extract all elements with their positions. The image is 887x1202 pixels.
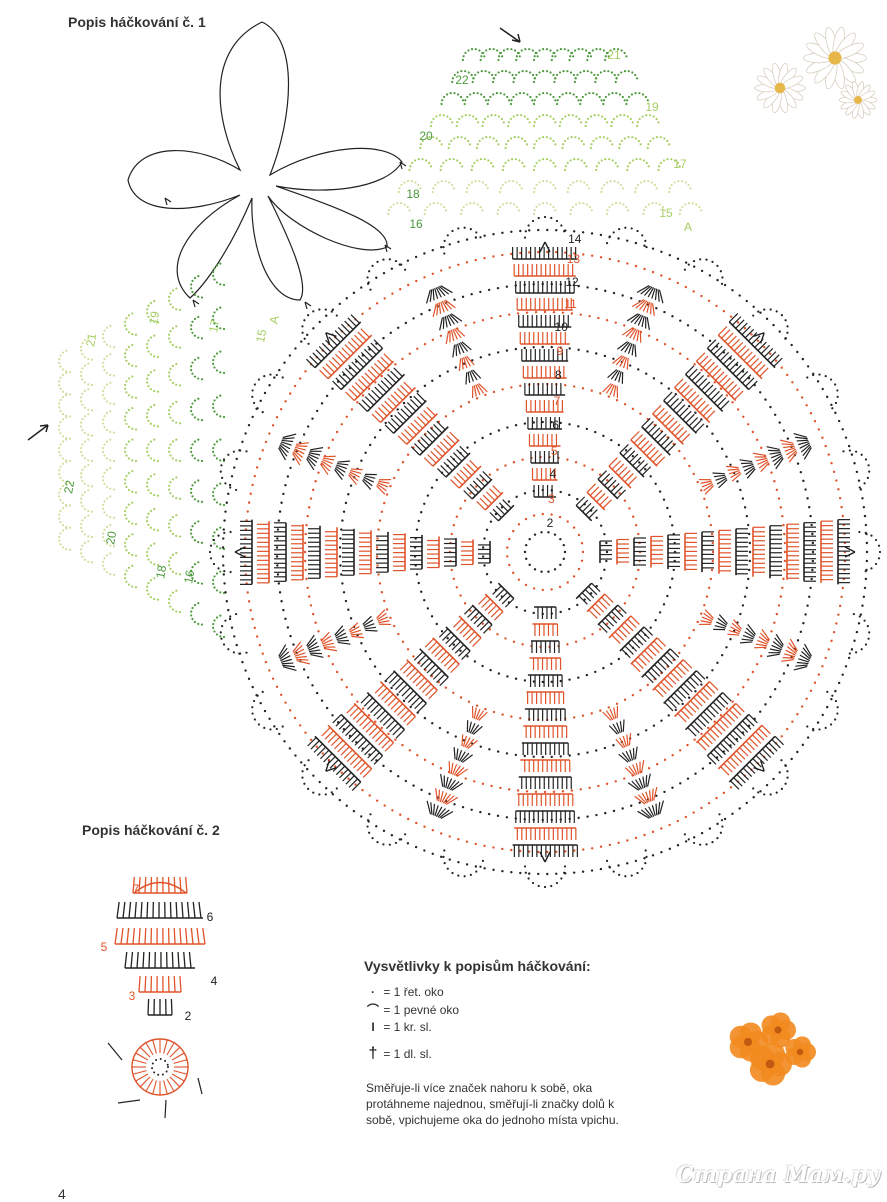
- leaf-row-number: 17: [673, 157, 687, 171]
- stitch-spoke: [306, 315, 513, 521]
- legend-text: = 1 kr. sl.: [383, 1020, 431, 1034]
- arrow-icon: [198, 1078, 202, 1094]
- legend-text: = 1 pevné oko: [383, 1003, 459, 1017]
- stitch-spoke: [308, 583, 514, 790]
- row-number: 4: [549, 467, 556, 481]
- row-number: 6: [552, 418, 559, 432]
- row-number: 3: [548, 492, 555, 506]
- instruction-note: Směřuje-li více značek nahoru k sobě, ok…: [366, 1080, 636, 1128]
- small-chart-2: 2 3 4 5 6 7: [101, 877, 218, 1118]
- leaf-row-number: 22: [61, 479, 77, 495]
- legend-item-single: ⌒ = 1 pevné oko: [366, 1002, 459, 1018]
- row-number: 7: [133, 882, 140, 896]
- stitch-spoke: [576, 313, 782, 520]
- leaf-row-number: 16: [181, 569, 197, 585]
- stitch-row: [115, 928, 205, 944]
- leaf-row-number: A: [684, 220, 692, 234]
- chain-stitch-icon: ·: [366, 984, 380, 1000]
- leaf-row-number: 18: [153, 564, 169, 580]
- stitch-fan: [279, 610, 391, 671]
- row-number: 5: [101, 940, 108, 954]
- leaf-row-number: 17: [206, 318, 222, 334]
- stitch-row: [148, 999, 172, 1015]
- orange-flowers-photo: [730, 1012, 816, 1085]
- leaf-row-number: 20: [419, 129, 433, 143]
- stitch-fan: [279, 434, 391, 494]
- legend-item-half-double: I = 1 kr. sl.: [366, 1019, 432, 1035]
- stitch-fan: [603, 286, 663, 398]
- stitch-row: [133, 877, 187, 893]
- leaf-row-number: 20: [103, 530, 119, 546]
- row-number: 12: [565, 275, 579, 289]
- stitch-spoke: [576, 583, 783, 789]
- leaf-row-number: 22: [455, 73, 469, 87]
- half-double-crochet-icon: I: [366, 1019, 380, 1035]
- leaf-row-number: 15: [659, 206, 673, 220]
- legend-item-double: † = 1 dl. sl.: [366, 1046, 432, 1062]
- daisy-flowers-photo: [755, 26, 877, 119]
- arrow-icon: [28, 425, 48, 440]
- stitch-fan: [699, 434, 811, 495]
- row-number: 8: [555, 368, 562, 382]
- arrow-icon: [118, 1100, 140, 1103]
- stitch-row: [139, 976, 181, 992]
- leaf-row-number: A: [267, 315, 282, 325]
- arrow-icon: [385, 245, 391, 252]
- leaf-row-number: 19: [645, 100, 659, 114]
- stitch-fan: [699, 610, 811, 670]
- orange-flower-icon: [785, 1036, 816, 1067]
- row-number: 2: [547, 516, 554, 530]
- row-number: 4: [211, 974, 218, 988]
- leaf-row-number: 18: [406, 187, 420, 201]
- stitch-fan: [603, 706, 664, 818]
- legend-item-chain: · = 1 řet. oko: [366, 984, 444, 1000]
- daisy-icon: [755, 63, 805, 114]
- legend-text: = 1 řet. oko: [383, 985, 443, 999]
- watermark: Страна Мам.ру: [676, 1162, 880, 1188]
- row-number: 6: [207, 910, 214, 924]
- flower-outline: [128, 22, 406, 309]
- row-number: 7: [554, 394, 561, 408]
- single-crochet-icon: ⌒: [366, 1002, 380, 1018]
- stitch-spoke: [235, 520, 490, 585]
- leaf-row-number: 19: [146, 310, 162, 326]
- double-crochet-icon: †: [366, 1046, 380, 1062]
- leaf-left-chart: 22 21 20 19 18 17 16 15 A: [28, 263, 282, 639]
- flower-outline-path: [128, 22, 402, 300]
- arrow-icon: [165, 1100, 166, 1118]
- row-number: 3: [129, 989, 136, 1003]
- daisy-icon: [804, 26, 867, 90]
- arrow-icon: [193, 300, 199, 307]
- leaf-row-number: 21: [607, 48, 621, 62]
- arrow-icon: [500, 28, 520, 42]
- row-number: 11: [564, 297, 577, 311]
- arrow-icon: [305, 302, 311, 309]
- row-number: 2: [185, 1009, 192, 1023]
- stitch-row: [117, 902, 203, 918]
- row-number: 9: [556, 344, 563, 358]
- daisy-icon: [839, 81, 877, 119]
- stitch-row: [125, 952, 195, 968]
- stitch-fan: [427, 706, 487, 818]
- leaf-row-number: 21: [83, 332, 99, 348]
- row-number: 14: [568, 232, 582, 246]
- stitch-fan: [427, 286, 488, 398]
- leaf-top-chart: 22 21 20 19 18 17 16 15A: [387, 28, 702, 234]
- legend-text: = 1 dl. sl.: [383, 1047, 431, 1061]
- row-number: 5: [551, 444, 558, 458]
- arrow-icon: [400, 162, 406, 169]
- row-number: 13: [567, 252, 581, 266]
- heading-1: Popis háčkování č. 1: [68, 14, 206, 30]
- row-number: 10: [555, 320, 569, 334]
- arrow-icon: [108, 1043, 122, 1060]
- heading-2: Popis háčkování č. 2: [82, 822, 220, 838]
- leaf-row-number: 16: [409, 217, 423, 231]
- leaf-row-number: 15: [253, 328, 269, 344]
- stitch-spoke: [600, 520, 855, 585]
- doily-chart: 2 3 4 5 6 7 8 9 10 11 12 13 14: [209, 216, 881, 888]
- legend-title: Vysvětlivky k popisům háčkování:: [364, 958, 591, 974]
